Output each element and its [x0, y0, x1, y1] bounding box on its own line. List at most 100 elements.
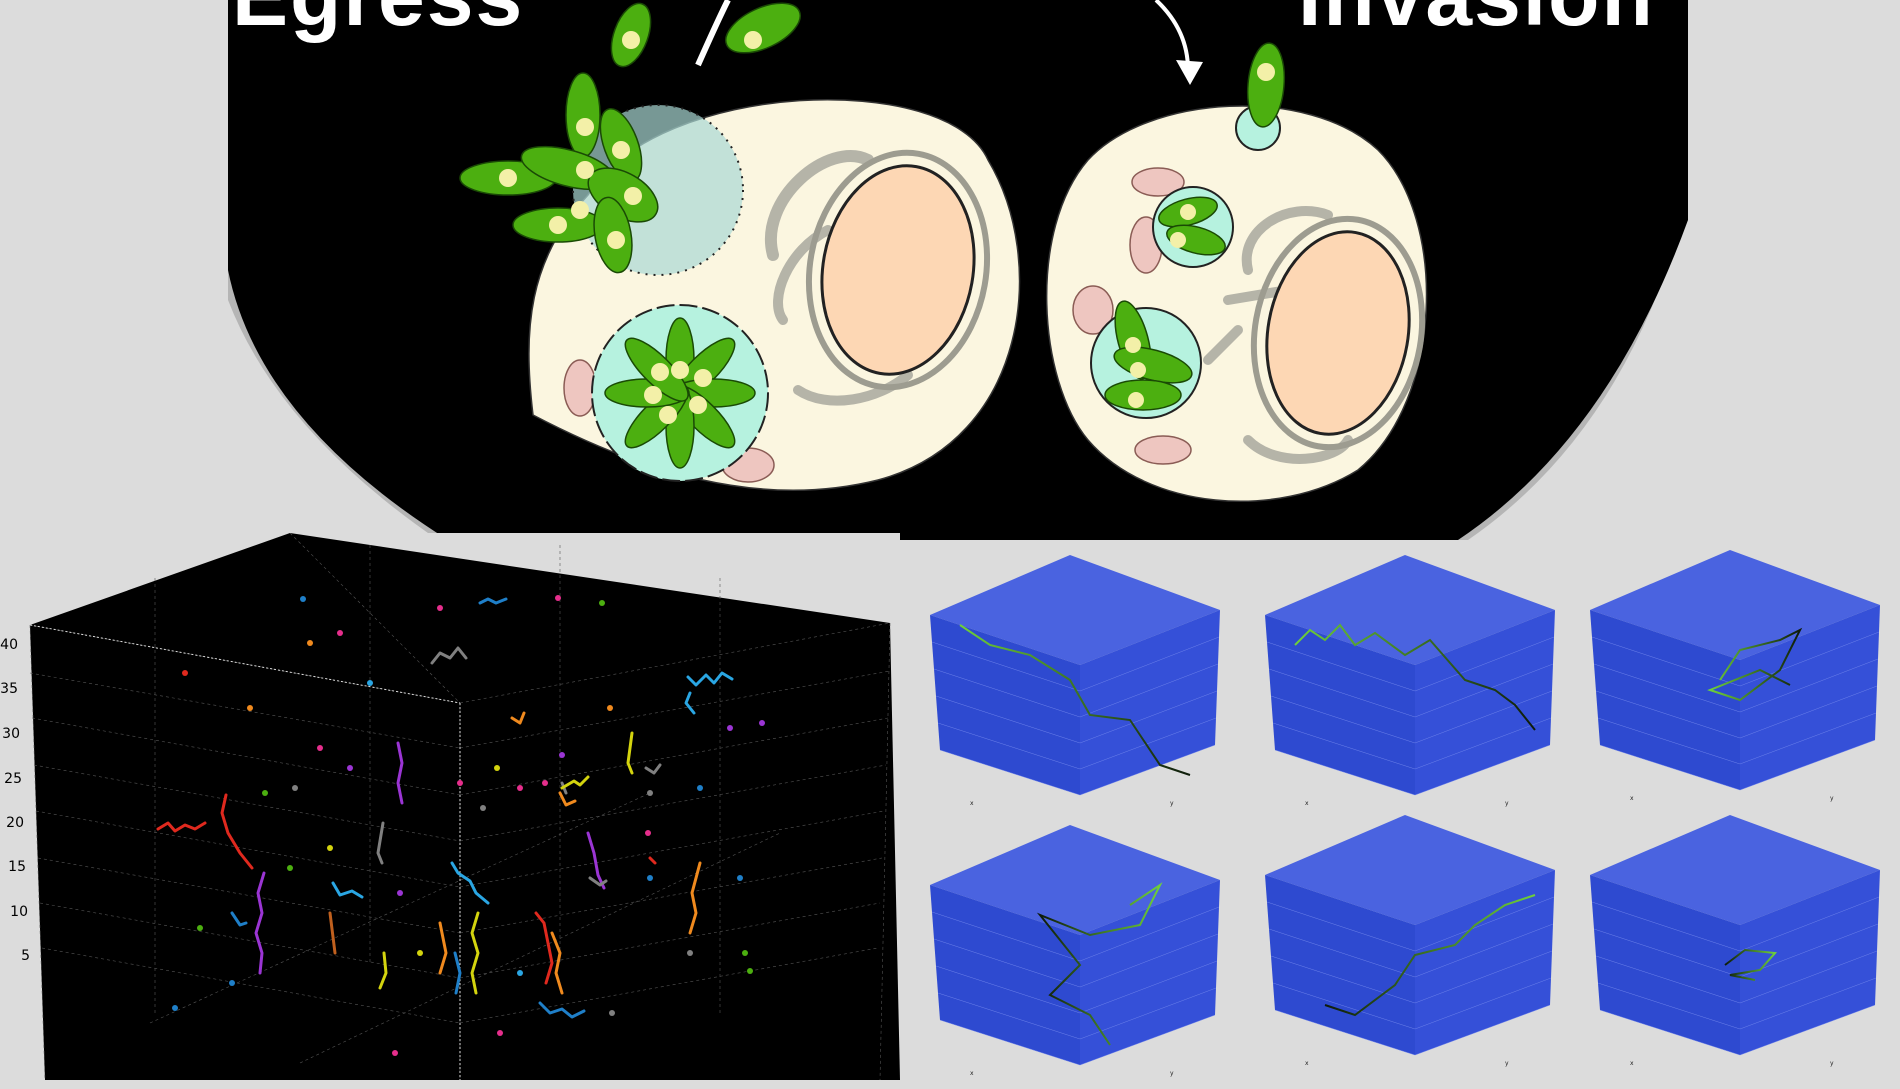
grid-line	[1597, 982, 1741, 1030]
3d-track-plot: 40 35 30 25 20 15 10 5 0 100 200 0 100 2…	[0, 532, 900, 1089]
grid-line	[1739, 977, 1877, 1030]
trajectory-plot-1: xyz	[924, 555, 1230, 815]
invasion-host-cell	[1046, 0, 1428, 502]
grid-line	[939, 749, 1081, 796]
grid-line	[1414, 896, 1555, 952]
trajectory-plot-5: xyz	[1259, 815, 1565, 1075]
grid-line	[935, 965, 1081, 1014]
mini-axis-label: x	[1630, 1060, 1634, 1067]
grid-line	[931, 641, 1081, 692]
y-tick: 200	[703, 1076, 730, 1080]
cube-left	[1590, 610, 1740, 790]
z-tick: 40	[0, 637, 18, 653]
invading-parasite	[1246, 42, 1286, 128]
grid-line	[1272, 982, 1416, 1030]
trajectory-canvas: xyz	[924, 555, 1220, 807]
grid-line	[1414, 923, 1554, 978]
cube-top	[1590, 550, 1880, 660]
egress-invasion-diagram: Egress Invasion	[228, 0, 1688, 540]
grid-line	[1079, 933, 1219, 988]
y-tick: 100	[773, 1044, 800, 1060]
grid-line	[1739, 923, 1879, 978]
mini-axis-label: y	[1170, 1070, 1174, 1077]
trajectory-plot-3: xyz	[1584, 550, 1890, 810]
cube-right	[1080, 610, 1220, 795]
z-tick: 10	[10, 904, 28, 920]
grid-line	[1595, 955, 1741, 1004]
cell-points	[172, 595, 765, 1089]
trajectory-plot-2: xyz	[1259, 555, 1565, 815]
grid-line	[1593, 663, 1741, 713]
grid-line	[1414, 977, 1552, 1030]
grid-line	[939, 1019, 1081, 1066]
trajectory-canvas: xyz	[1584, 550, 1880, 802]
z-tick: 30	[2, 726, 20, 742]
egress-title: Egress	[232, 0, 524, 45]
grid-line	[1274, 1009, 1416, 1056]
grid-line	[1599, 744, 1741, 791]
grid-line	[1079, 744, 1216, 796]
mini-axis-label: y	[1830, 1060, 1834, 1067]
grid-line	[1272, 722, 1416, 770]
z-tick: 25	[4, 771, 22, 787]
invasion-arrow-head	[1176, 60, 1203, 85]
grid-line	[1270, 695, 1416, 744]
cube-right	[1080, 880, 1220, 1065]
grid-line	[1739, 739, 1876, 791]
cell-tracks	[156, 597, 734, 1019]
trajectory-path	[1294, 623, 1536, 731]
grid-line	[1274, 749, 1416, 796]
grid-line	[1739, 1004, 1876, 1056]
grid-line	[1414, 663, 1554, 718]
grid-line	[1414, 950, 1553, 1004]
mini-axis-label: x	[970, 800, 974, 807]
egress-host-cell	[459, 0, 1021, 491]
3d-plot-canvas: 40 35 30 25 20 15 10 5 0 100 200 0 100 2…	[0, 532, 900, 1089]
z-tick: 5	[21, 948, 30, 964]
cube-left	[930, 615, 1080, 795]
grid-line	[1595, 690, 1741, 739]
mini-axis-label: y	[1830, 795, 1834, 802]
z-tick: 35	[0, 681, 18, 697]
grid-line	[1079, 1014, 1216, 1066]
grid-line	[1739, 950, 1878, 1004]
mini-axis-label: y	[1505, 800, 1509, 807]
grid-line	[1591, 636, 1741, 687]
cube-top	[930, 825, 1220, 935]
grid-line	[1593, 928, 1741, 978]
grid-line	[1079, 987, 1217, 1040]
mini-axis-label: x	[1630, 795, 1634, 802]
trajectory-path	[1724, 948, 1778, 981]
invasion-nucleus	[1265, 230, 1411, 436]
cube-right	[1415, 870, 1555, 1055]
cube-left	[1265, 615, 1415, 795]
diagram-canvas	[228, 0, 1688, 540]
grid-line	[1739, 712, 1877, 765]
mini-axis-label: x	[970, 1070, 974, 1077]
grid-line	[1591, 901, 1741, 952]
grid-line	[1270, 955, 1416, 1004]
grid-line	[935, 695, 1081, 744]
trajectory-plot-6: xyz	[1584, 815, 1890, 1075]
grid-line	[1739, 658, 1879, 713]
mini-axis-label: x	[1305, 1060, 1309, 1067]
trajectory-canvas: xyz	[1584, 815, 1880, 1067]
cube-top	[1265, 555, 1555, 665]
cube-top	[1265, 815, 1555, 925]
trajectory-plot-4: xyz	[924, 825, 1230, 1085]
z-tick: 15	[8, 859, 26, 875]
grid-line	[1079, 906, 1220, 962]
trajectory-path	[1324, 894, 1536, 1017]
cube-left	[1265, 875, 1415, 1055]
grid-line	[1079, 636, 1220, 692]
cube-top	[930, 555, 1220, 665]
invasion-title: Invasion	[1298, 0, 1655, 45]
plot-box	[30, 533, 900, 1080]
grid-line	[1266, 641, 1416, 692]
trajectory-path	[1036, 882, 1163, 1046]
mitochondrion	[1134, 435, 1192, 465]
grid-line	[1079, 717, 1217, 770]
grid-line	[1414, 717, 1552, 770]
mini-axis-label: x	[1305, 800, 1309, 807]
cube-top	[1590, 815, 1880, 925]
